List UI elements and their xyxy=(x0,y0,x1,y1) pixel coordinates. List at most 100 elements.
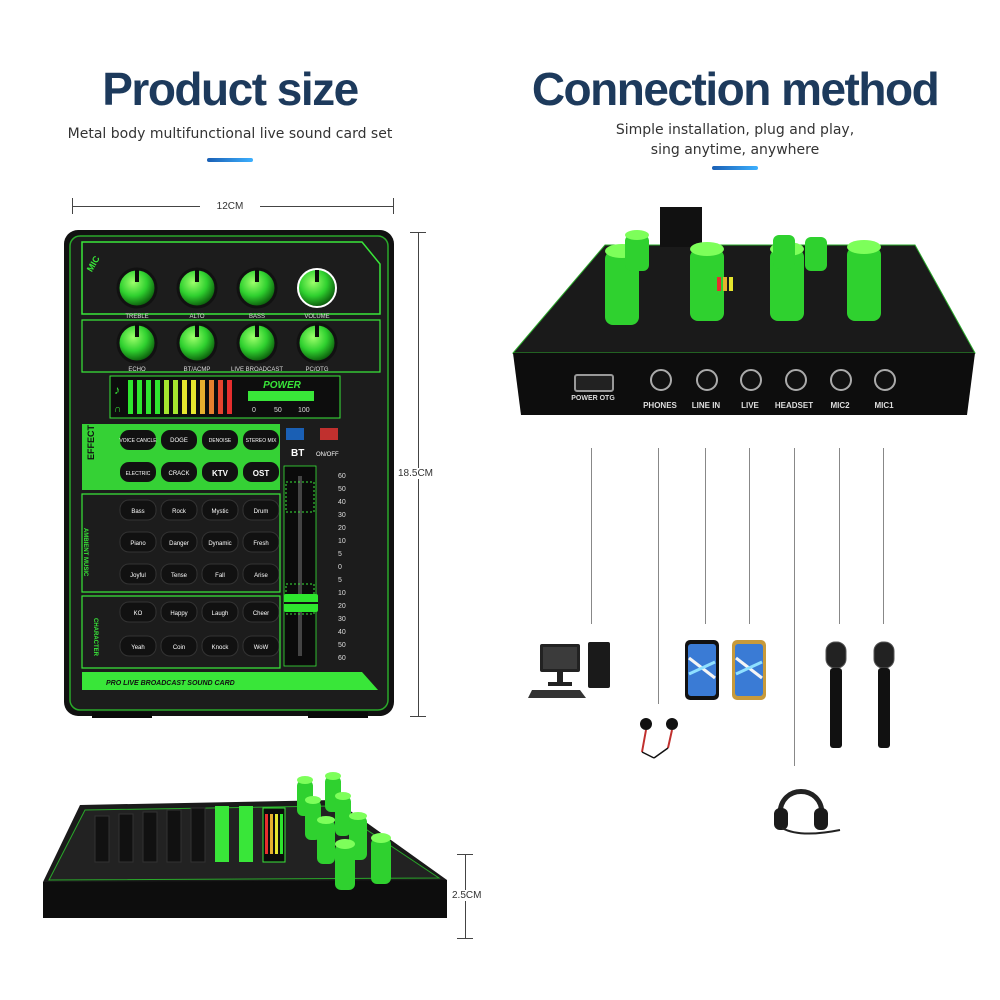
headset-icon xyxy=(774,789,841,835)
connection-line xyxy=(591,448,592,624)
bt-label: BT xyxy=(291,448,304,459)
product-size-subtitle: Metal body multifunctional live sound ca… xyxy=(67,126,393,142)
title-underline xyxy=(712,166,758,170)
fader-scale: 60 50 40 30 20 10 5 0 5 10 20 30 40 50 6… xyxy=(338,473,346,662)
knob-label: BT/ACMP xyxy=(184,367,211,373)
connection-line xyxy=(658,448,659,704)
knob[interactable] xyxy=(236,322,278,364)
fader-tick: 40 xyxy=(338,629,346,636)
fader-tick: 5 xyxy=(338,577,342,584)
ambient-button[interactable]: Fall xyxy=(215,573,225,579)
phone-icon xyxy=(732,640,766,700)
power-label: POWER xyxy=(263,380,302,391)
mic1-jack xyxy=(874,369,896,391)
knob[interactable] xyxy=(176,322,218,364)
back-view-knobs xyxy=(605,230,881,325)
knob[interactable] xyxy=(116,267,158,309)
side-view-meter xyxy=(265,814,283,854)
line-in-jack xyxy=(696,369,718,391)
on-off-label: ON/OFF xyxy=(316,452,339,458)
fader-section xyxy=(283,465,318,667)
character-button[interactable]: KO xyxy=(134,611,143,617)
knob-label: ECHO xyxy=(128,367,146,373)
character-button[interactable]: Yeah xyxy=(131,645,144,651)
effect-button[interactable]: DOGE xyxy=(170,438,188,444)
effect-button[interactable]: OST xyxy=(253,469,270,478)
knob-label: PC/OTG xyxy=(305,367,328,373)
ambient-button[interactable]: Bass xyxy=(131,509,144,515)
knob[interactable] xyxy=(176,267,218,309)
title-underline xyxy=(207,158,253,162)
knob[interactable] xyxy=(297,268,337,308)
effect-button[interactable]: KTV xyxy=(212,469,229,478)
ambient-button[interactable]: Piano xyxy=(130,541,146,547)
effect-button[interactable]: ELECTRIC xyxy=(126,471,151,477)
ambient-music-label: AMBIENT MUSIC xyxy=(82,528,88,577)
effect-button[interactable]: VOICE CANCLE xyxy=(119,438,157,444)
knob[interactable] xyxy=(116,322,158,364)
character-button[interactable]: Coin xyxy=(173,645,185,651)
knob[interactable] xyxy=(296,322,338,364)
microphone-icon xyxy=(873,641,895,748)
knob-label: BASS xyxy=(249,314,265,320)
height-label: 18.5CM xyxy=(398,468,458,479)
phones-jack xyxy=(650,369,672,391)
port-label: LINE IN xyxy=(691,401,721,410)
character-button[interactable]: Cheer xyxy=(253,611,269,617)
sound-card-back-view xyxy=(511,207,976,415)
fader-tick: 20 xyxy=(338,603,346,610)
knob-row-1 xyxy=(116,267,337,309)
connection-subtitle-line1: Simple installation, plug and play, xyxy=(615,122,855,138)
power-scale: 50 xyxy=(274,407,282,414)
sound-card-top-view: MIC TREBLE ALTO BASS VOLUME ECHO BT/ACMP… xyxy=(64,230,394,718)
effect-button[interactable]: STEREO MIX xyxy=(246,438,278,444)
side-view-knobs xyxy=(297,772,391,890)
port-label: HEADSET xyxy=(774,401,814,410)
ambient-button[interactable]: Drum xyxy=(254,509,269,515)
knob-label: TREBLE xyxy=(125,314,148,320)
character-button[interactable]: Knock xyxy=(212,645,230,651)
ambient-button[interactable]: Rock xyxy=(172,509,187,515)
sound-card-side-view xyxy=(43,772,447,918)
ambient-button[interactable]: Arise xyxy=(254,573,268,579)
ambient-button[interactable]: Danger xyxy=(169,541,189,547)
fader-tick: 30 xyxy=(338,616,346,623)
effect-button[interactable]: CRACK xyxy=(168,471,189,477)
on-off-switch[interactable] xyxy=(320,428,338,440)
fader-tick: 50 xyxy=(338,642,346,649)
mic2-jack xyxy=(830,369,852,391)
connection-line xyxy=(705,448,706,624)
character-label: CHARACTER xyxy=(92,618,98,657)
ambient-button[interactable]: Tense xyxy=(171,573,188,579)
connection-subtitle-line2: sing anytime, anywhere xyxy=(650,142,820,158)
character-button[interactable]: WoW xyxy=(254,645,269,651)
ambient-button[interactable]: Dynamic xyxy=(208,541,231,547)
fader-tick: 60 xyxy=(338,473,346,480)
fader-tick: 60 xyxy=(338,655,346,662)
character-button[interactable]: Happy xyxy=(170,611,187,617)
fader-tick: 20 xyxy=(338,525,346,532)
brand-label: PRO LIVE BROADCAST SOUND CARD xyxy=(106,680,235,687)
fader-tick: 30 xyxy=(338,512,346,519)
power-scale: 100 xyxy=(298,407,310,414)
character-button[interactable]: Laugh xyxy=(212,611,229,617)
knob-label: LIVE BROADCAST xyxy=(231,367,283,373)
connection-line xyxy=(794,448,795,766)
fader-tick: 5 xyxy=(338,551,342,558)
ambient-button[interactable]: Joyful xyxy=(130,573,146,579)
ambient-button[interactable]: Mystic xyxy=(212,509,229,515)
live-jack xyxy=(740,369,762,391)
effect-button[interactable]: DENOISE xyxy=(209,438,232,444)
knob-row-2 xyxy=(116,322,338,364)
fader-tick: 40 xyxy=(338,499,346,506)
port-label: LIVE xyxy=(741,401,759,410)
bt-switch[interactable] xyxy=(286,428,304,440)
headset-jack xyxy=(785,369,807,391)
knob[interactable] xyxy=(236,267,278,309)
port-label: MIC1 xyxy=(874,401,894,410)
effect-buttons: VOICE CANCLE DOGE DENOISE STEREO MIX ELE… xyxy=(119,430,279,482)
power-scale: 0 xyxy=(252,407,256,414)
ambient-button[interactable]: Fresh xyxy=(253,541,268,547)
connection-method-title: Connection method xyxy=(531,63,940,115)
knob-label: VOLUME xyxy=(304,314,329,320)
